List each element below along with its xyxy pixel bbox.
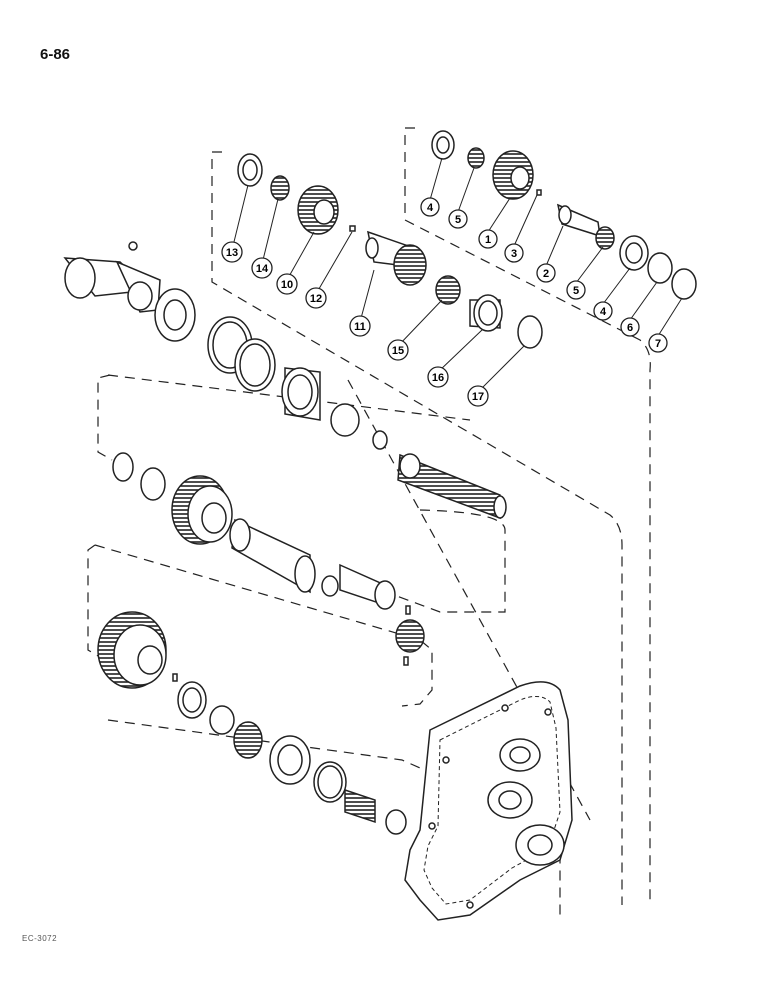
pto-shaft-tube: [63, 241, 161, 313]
middle-group-connector: [107, 374, 506, 613]
callout-leaders: [231, 157, 683, 393]
callout-labels: 4 5 1 3 2 5 4 6 7 13 14 10 12 11 15 16 1…: [226, 202, 661, 403]
callout-2: 2: [543, 268, 549, 280]
upper-right-group-parts: [431, 130, 697, 300]
lower-group-connector: [94, 544, 433, 707]
callout-14: 14: [256, 263, 269, 275]
lower-gear-assembly: [97, 611, 407, 835]
callout-11: 11: [354, 321, 366, 333]
assembly-dashed-outlines: [87, 127, 651, 920]
splined-shaft: [330, 403, 507, 520]
callout-4-top: 4: [427, 202, 434, 214]
middle-group-outline: [97, 374, 113, 461]
callout-3: 3: [511, 248, 517, 260]
callout-15: 15: [392, 345, 404, 357]
callout-10: 10: [281, 279, 293, 291]
callout-16: 16: [432, 372, 444, 384]
upper-right-group-outline: [404, 127, 651, 900]
seals-and-rings: [154, 288, 321, 421]
callout-1: 1: [485, 234, 491, 246]
page-number: 6-86: [40, 46, 71, 63]
callout-4-lower: 4: [600, 306, 607, 318]
callout-5-top: 5: [455, 214, 461, 226]
callout-5-lower: 5: [573, 285, 579, 297]
callout-12: 12: [310, 293, 322, 305]
upper-left-group-parts: [237, 153, 543, 349]
upper-left-group-outline: [211, 151, 623, 905]
figure-code: EC-3072: [22, 934, 58, 943]
middle-gear-assembly: [112, 452, 425, 666]
pto-housing: [404, 681, 573, 921]
callout-circles: [221, 197, 668, 407]
callout-7: 7: [655, 338, 661, 350]
callout-17: 17: [472, 391, 484, 403]
callout-13: 13: [226, 247, 238, 259]
callout-6: 6: [627, 322, 633, 334]
lower-group-outline: [87, 544, 99, 657]
